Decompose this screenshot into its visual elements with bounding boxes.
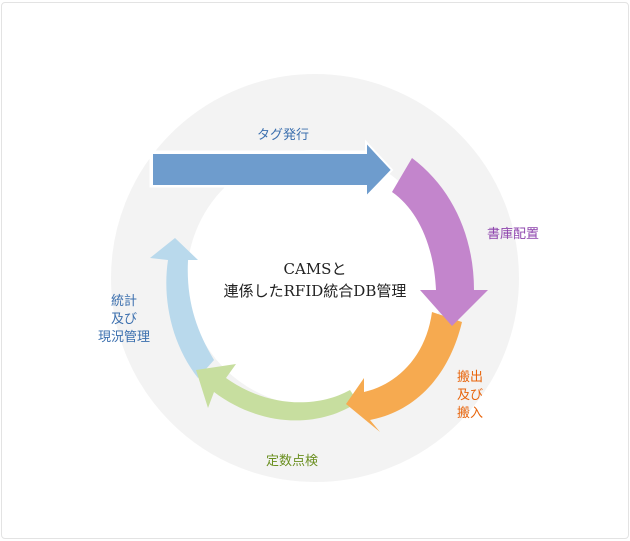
transfer-label: 搬出 及び 搬入 bbox=[445, 369, 495, 423]
shelf-arrow bbox=[392, 158, 488, 326]
transfer-line-2: 及び bbox=[456, 388, 483, 403]
shelf-placement-text: 書庫配置 bbox=[486, 227, 539, 242]
stats-line-2: 及び bbox=[110, 312, 137, 327]
center-title: CAMSと 連係したRFID統合DB管理 bbox=[200, 258, 430, 302]
background-ring bbox=[111, 74, 519, 482]
transfer-arrow bbox=[346, 312, 462, 432]
transfer-line-1: 搬出 bbox=[456, 370, 483, 385]
inspection-text: 定数点検 bbox=[265, 454, 318, 469]
stats-arrow bbox=[150, 238, 214, 378]
transfer-line-3: 搬入 bbox=[456, 406, 483, 421]
inspection-arrow bbox=[196, 364, 358, 421]
tag-arrow bbox=[151, 139, 394, 200]
shelf-placement-label: 書庫配置 bbox=[478, 226, 548, 244]
center-title-line-2: 連係したRFID統合DB管理 bbox=[223, 282, 407, 300]
stats-line-1: 統計 bbox=[110, 294, 137, 309]
stats-line-3: 現況管理 bbox=[97, 330, 150, 345]
stats-label: 統計 及び 現況管理 bbox=[74, 293, 174, 347]
inspection-label: 定数点検 bbox=[247, 453, 337, 471]
tag-issue-text: タグ発行 bbox=[256, 128, 309, 143]
tag-issue-label: タグ発行 bbox=[243, 127, 323, 145]
center-title-line-1: CAMSと bbox=[283, 260, 347, 278]
